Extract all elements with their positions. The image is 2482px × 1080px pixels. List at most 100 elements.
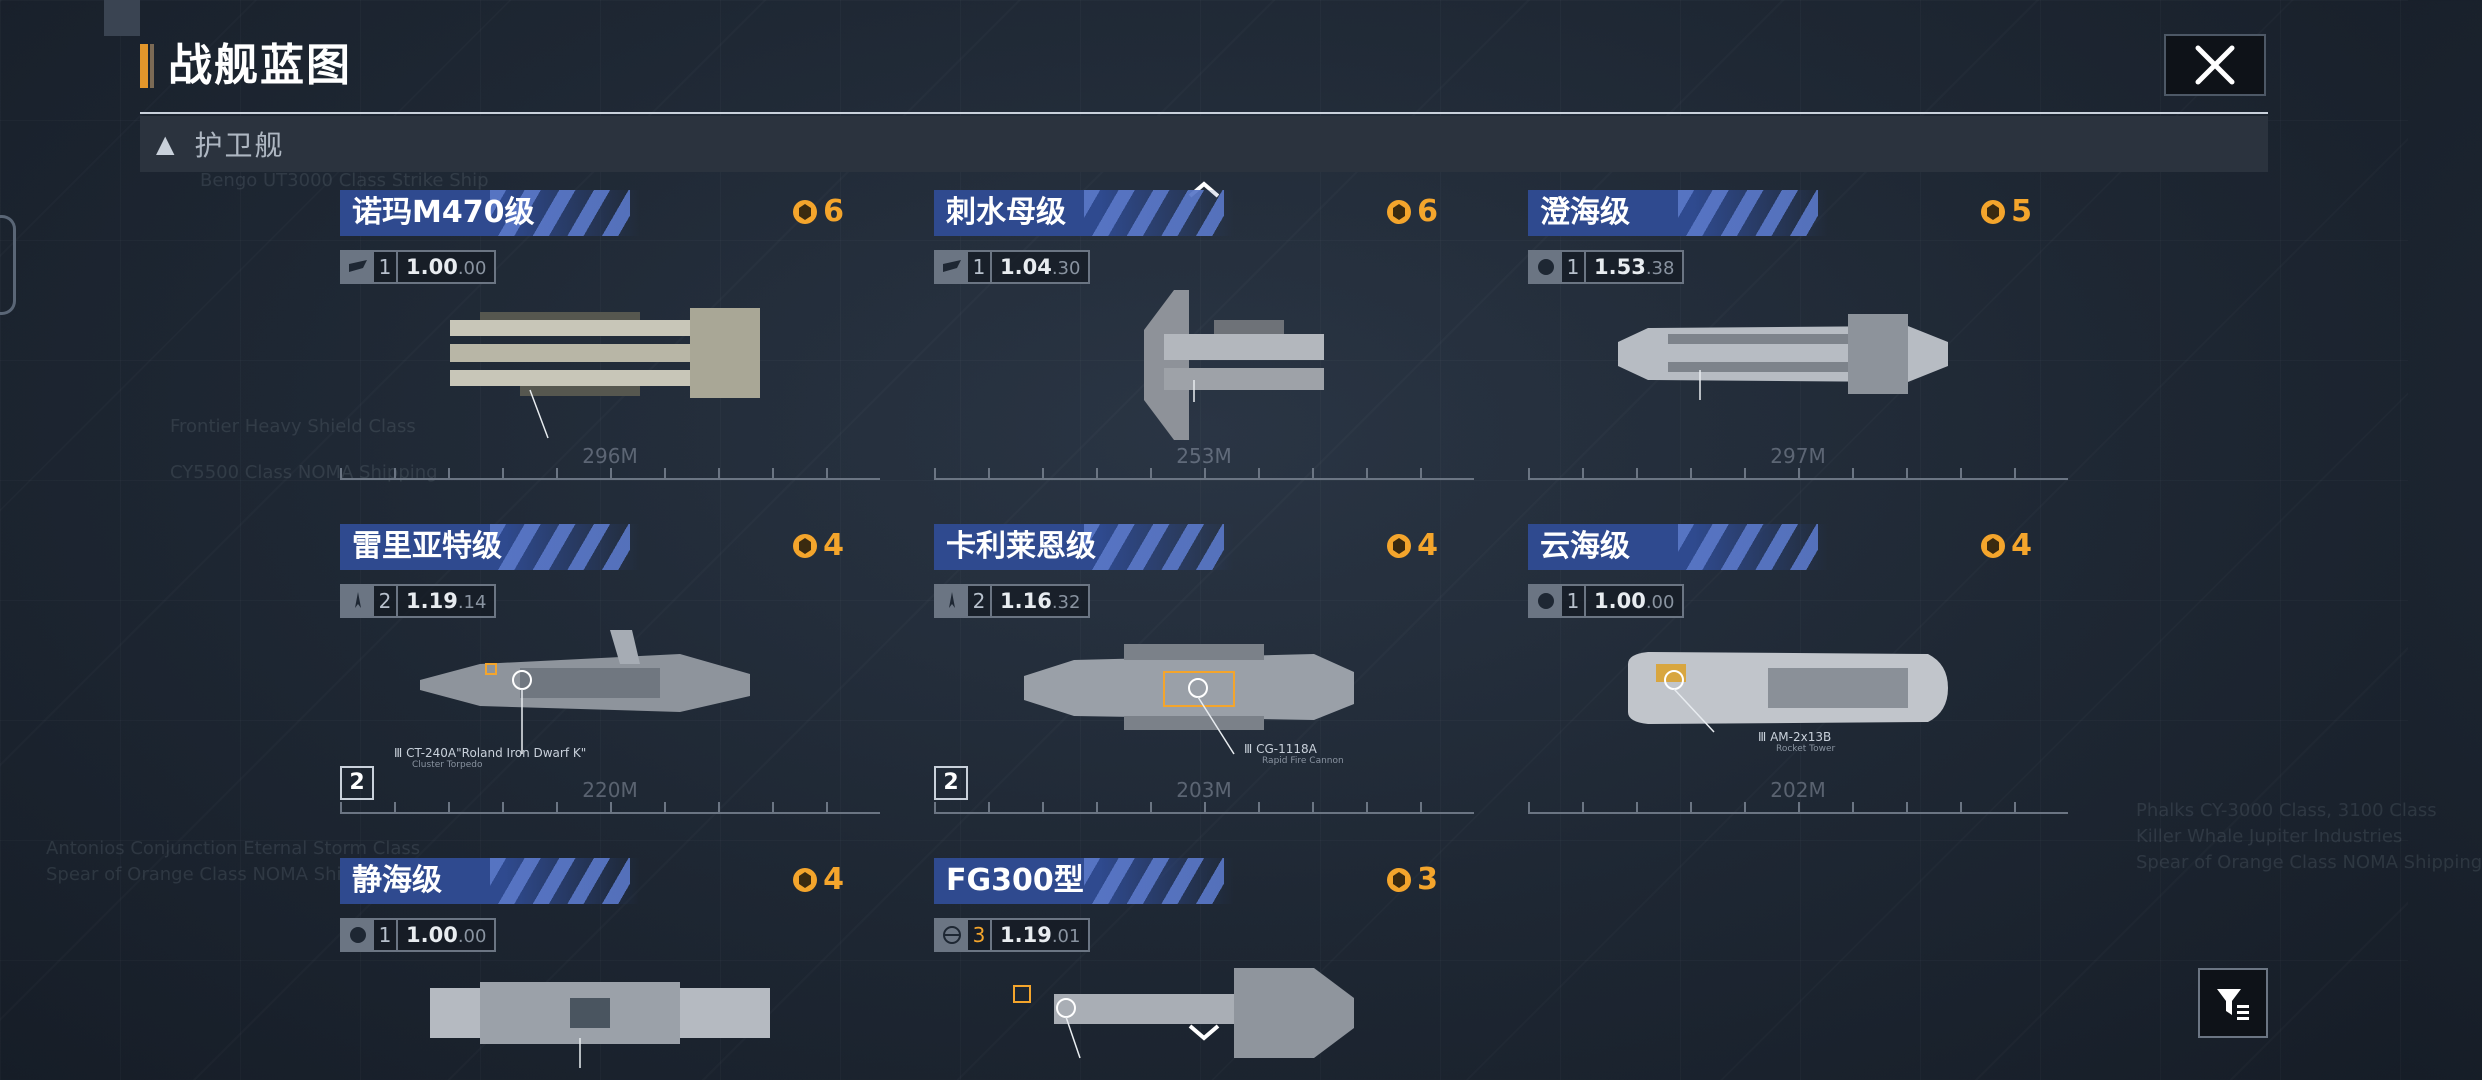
ship-version: 1.00.00 xyxy=(406,255,487,279)
ship-card-title: 澄海级 xyxy=(1528,190,1828,236)
header-divider xyxy=(140,112,2268,114)
filter-button[interactable] xyxy=(2198,968,2268,1038)
ship-stats: 1 1.00.00 xyxy=(340,250,497,284)
chevron-down-icon[interactable] xyxy=(1184,1020,1224,1044)
ship-name: 刺水母级 xyxy=(946,195,1066,230)
blueprint-count-value: 4 xyxy=(823,528,844,563)
ship-class-icon xyxy=(1530,586,1562,616)
ship-length: 296M xyxy=(582,444,638,468)
ship-name: 卡利莱恩级 xyxy=(946,529,1096,564)
blueprint-count: 6 xyxy=(791,194,844,230)
ship-tier: 1 xyxy=(374,920,398,950)
blueprint-count: 4 xyxy=(791,528,844,564)
ship-blueprint-image xyxy=(1013,968,1354,1059)
ship-name: 静海级 xyxy=(352,863,442,898)
weapon-label: Ⅲ CT-240A"Roland Iron Dwarf K" Cluster T… xyxy=(394,746,587,770)
ship-stats: 1 1.04.30 xyxy=(934,250,1091,284)
scale-ruler xyxy=(1528,812,2068,814)
ship-blueprint-image xyxy=(1144,290,1324,440)
ship-card[interactable]: 静海级 4 1 1.00.00 xyxy=(340,858,880,1080)
ship-length: 202M xyxy=(1770,778,1826,802)
blueprint-count: 3 xyxy=(1385,862,1438,898)
bg-text: Bengo UT3000 Class Strike Ship xyxy=(200,170,489,191)
blueprint-count: 4 xyxy=(1979,528,2032,564)
scale-ruler xyxy=(340,812,880,814)
ship-card[interactable]: 云海级 4 1 1.00.00 Ⅲ AM-2x13B Rocket Tower … xyxy=(1528,524,2068,844)
blueprint-count-icon xyxy=(1387,534,1412,558)
blueprint-count-icon xyxy=(1387,868,1412,892)
ship-card-title: 云海级 xyxy=(1528,524,1828,570)
ship-card[interactable]: 雷里亚特级 4 2 1.19.14 Ⅲ CT-240A"Roland Iron … xyxy=(340,524,880,844)
ship-tier: 3 xyxy=(968,920,992,950)
ship-stats: 2 1.16.32 xyxy=(934,584,1091,618)
filter-icon xyxy=(2217,989,2249,1020)
blueprint-count-value: 6 xyxy=(1417,194,1438,229)
ship-name: 澄海级 xyxy=(1540,195,1630,230)
ship-class-icon xyxy=(342,920,374,950)
ship-card-title: 诺玛M470级 xyxy=(340,190,640,236)
blueprint-count: 4 xyxy=(791,862,844,898)
ship-name: 诺玛M470级 xyxy=(352,195,535,230)
page-title: 战舰蓝图 xyxy=(168,40,352,91)
title-accent xyxy=(150,44,154,88)
blueprint-count-icon xyxy=(793,868,818,892)
ship-tier: 1 xyxy=(1562,252,1586,282)
blueprint-count-value: 3 xyxy=(1417,862,1438,897)
blueprint-count-value: 4 xyxy=(2011,528,2032,563)
ship-stats: 1 1.00.00 xyxy=(1528,584,1685,618)
ship-card-title: FG300型 xyxy=(934,858,1234,904)
ship-stats: 1 1.00.00 xyxy=(340,918,497,952)
scale-ruler xyxy=(340,478,880,480)
ship-class-icon xyxy=(342,252,374,282)
ship-tier: 1 xyxy=(968,252,992,282)
bg-text: Antonios Conjunction Eternal Storm Class xyxy=(46,838,421,859)
ship-card[interactable]: 卡利莱恩级 4 2 1.16.32 Ⅲ CG-1118A Rapid Fire … xyxy=(934,524,1474,844)
ship-tier: 1 xyxy=(374,252,398,282)
ship-blueprint-image xyxy=(420,630,750,754)
ship-version: 1.04.30 xyxy=(1000,255,1081,279)
section-header-frigate[interactable]: ▲ 护卫舰 xyxy=(140,116,2268,172)
collapse-triangle-icon: ▲ xyxy=(156,130,175,158)
blueprint-count-value: 4 xyxy=(823,862,844,897)
ship-blueprint-image xyxy=(430,982,770,1068)
blueprint-count-icon xyxy=(793,534,818,558)
blueprint-count-value: 6 xyxy=(823,194,844,229)
ship-card[interactable]: 澄海级 5 1 1.53.38 297M xyxy=(1528,190,2068,510)
weapon-label: Ⅲ AM-2x13B Rocket Tower xyxy=(1758,730,1836,754)
left-side-tab[interactable] xyxy=(0,215,16,315)
blueprint-count-icon xyxy=(1981,200,2006,224)
bg-text: Spear of Orange Class NOMA Shipping xyxy=(46,864,393,885)
close-button[interactable] xyxy=(2164,34,2266,96)
ship-card[interactable]: FG300型 3 3 1.19.01 xyxy=(934,858,1474,1080)
ship-name: 云海级 xyxy=(1540,529,1630,564)
scale-ruler xyxy=(934,478,1474,480)
ship-version: 1.00.00 xyxy=(406,923,487,947)
corner-mark xyxy=(104,0,140,36)
ship-version: 1.00.00 xyxy=(1594,589,1675,613)
ship-tier: 2 xyxy=(374,586,398,616)
bg-text: Spear of Orange Class NOMA Shipping xyxy=(2136,852,2482,873)
ship-length: 297M xyxy=(1770,444,1826,468)
ship-tier: 2 xyxy=(968,586,992,616)
scale-ruler xyxy=(1528,478,2068,480)
ship-card[interactable]: 刺水母级 6 1 1.04.30 253M xyxy=(934,190,1474,510)
blueprint-count-icon xyxy=(1387,200,1412,224)
ship-stats: 1 1.53.38 xyxy=(1528,250,1685,284)
ship-card-title: 静海级 xyxy=(340,858,640,904)
bg-text: Phalks CY-3000 Class, 3100 Class xyxy=(2136,800,2437,821)
ship-stats: 2 1.19.14 xyxy=(340,584,497,618)
page-header: 战舰蓝图 xyxy=(140,40,2268,114)
blueprint-count-value: 5 xyxy=(2011,194,2032,229)
ship-card[interactable]: 诺玛M470级 6 1 1.00.00 296M xyxy=(340,190,880,510)
blueprint-count-icon xyxy=(1981,534,2006,558)
ship-class-icon xyxy=(936,920,968,950)
ship-card-title: 卡利莱恩级 xyxy=(934,524,1234,570)
level-badge: 2 xyxy=(934,766,968,800)
ship-name: 雷里亚特级 xyxy=(352,529,502,564)
ship-tier: 1 xyxy=(1562,586,1586,616)
close-x-icon xyxy=(2195,45,2235,85)
ship-class-icon xyxy=(936,586,968,616)
blueprint-count-icon xyxy=(793,200,818,224)
blueprint-count: 4 xyxy=(1385,528,1438,564)
ship-length: 203M xyxy=(1176,778,1232,802)
